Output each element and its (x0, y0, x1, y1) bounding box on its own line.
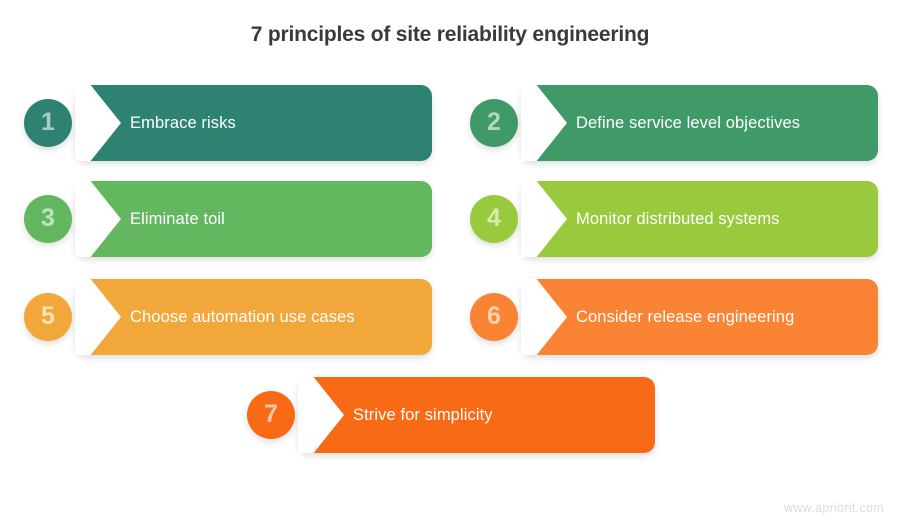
principle-number-7: 7 (264, 399, 278, 428)
principle-item-7[interactable]: 7 Strive for simplicity (241, 377, 655, 453)
principle-bar-7 (298, 377, 655, 453)
principle-item-2[interactable]: 2 Define service level objectives (464, 85, 878, 161)
principle-item-1[interactable]: 1 Embrace risks (18, 85, 432, 161)
principle-label-3: Eliminate toil (130, 209, 225, 228)
principle-bar-5 (75, 279, 432, 355)
principle-number-5: 5 (41, 301, 55, 330)
principle-number-1: 1 (41, 107, 55, 136)
principle-label-6: Consider release engineering (576, 307, 795, 326)
principle-number-4: 4 (487, 203, 501, 232)
principle-number-3: 3 (41, 203, 55, 232)
principle-item-4[interactable]: 4 Monitor distributed systems (464, 181, 878, 257)
principle-label-5: Choose automation use cases (130, 307, 355, 326)
principle-number-bubble-1: 1 (24, 99, 72, 147)
principle-number-bubble-2: 2 (470, 99, 518, 147)
principle-number-bubble-4: 4 (470, 195, 518, 243)
principle-bar-2 (521, 85, 878, 161)
principle-label-1: Embrace risks (130, 113, 236, 132)
principle-item-5[interactable]: 5 Choose automation use cases (18, 279, 432, 355)
principle-label-2: Define service level objectives (576, 113, 801, 132)
principle-bar-4 (521, 181, 878, 257)
principle-label-7: Strive for simplicity (353, 405, 493, 424)
principle-number-bubble-6: 6 (470, 293, 518, 341)
principle-number-bubble-5: 5 (24, 293, 72, 341)
principle-number-bubble-3: 3 (24, 195, 72, 243)
principle-number-6: 6 (487, 301, 501, 330)
site-watermark: www.apriorit.com (784, 501, 884, 515)
principle-label-4: Monitor distributed systems (576, 209, 780, 228)
principle-item-3[interactable]: 3 Eliminate toil (18, 181, 432, 257)
page-title: 7 principles of site reliability enginee… (250, 23, 650, 46)
principle-bar-1 (75, 85, 432, 161)
principle-number-bubble-7: 7 (247, 391, 295, 439)
principle-bar-6 (521, 279, 878, 355)
principle-bar-3 (75, 181, 432, 257)
principle-item-6[interactable]: 6 Consider release engineering (464, 279, 878, 355)
principle-number-2: 2 (487, 107, 501, 136)
